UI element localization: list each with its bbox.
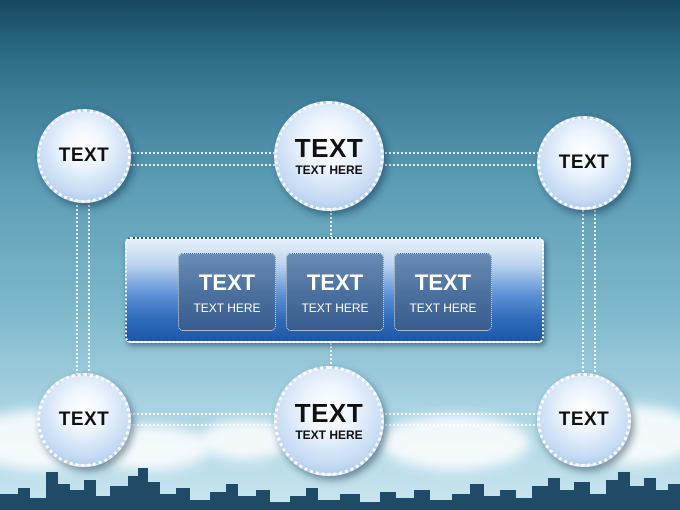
box-subtitle: TEXT HERE bbox=[301, 300, 369, 315]
node-subtitle: TEXT HERE bbox=[295, 163, 363, 177]
node-label: TEXT bbox=[558, 409, 610, 430]
box-title: TEXT bbox=[306, 269, 364, 295]
panel-box: TEXT TEXT HERE bbox=[178, 253, 276, 331]
connector-line bbox=[330, 210, 332, 238]
node-label: TEXT bbox=[558, 152, 610, 173]
node-title: TEXT bbox=[294, 398, 364, 428]
connector-line bbox=[88, 200, 90, 375]
node-bottom-left: TEXT bbox=[37, 373, 131, 467]
node-bottom-center: TEXT TEXT HERE bbox=[274, 366, 384, 476]
box-subtitle: TEXT HERE bbox=[409, 300, 477, 315]
node-subtitle: TEXT HERE bbox=[295, 428, 363, 442]
connector-line bbox=[582, 205, 584, 380]
box-title: TEXT bbox=[414, 269, 472, 295]
connector-line bbox=[76, 200, 78, 375]
node-label: TEXT bbox=[58, 145, 110, 166]
center-panel: TEXT TEXT HERE TEXT TEXT HERE TEXT TEXT … bbox=[125, 237, 544, 343]
panel-box: TEXT TEXT HERE bbox=[394, 253, 492, 331]
node-top-left: TEXT bbox=[37, 109, 131, 203]
box-title: TEXT bbox=[198, 269, 256, 295]
node-label: TEXT bbox=[58, 409, 110, 430]
connector-line bbox=[594, 205, 596, 380]
node-top-right: TEXT bbox=[537, 116, 631, 210]
box-subtitle: TEXT HERE bbox=[193, 300, 261, 315]
node-title: TEXT bbox=[294, 133, 364, 163]
node-top-center: TEXT TEXT HERE bbox=[274, 101, 384, 211]
panel-box: TEXT TEXT HERE bbox=[286, 253, 384, 331]
city-skyline-image bbox=[0, 468, 680, 510]
node-bottom-right: TEXT bbox=[537, 373, 631, 467]
connector-line bbox=[330, 343, 332, 371]
